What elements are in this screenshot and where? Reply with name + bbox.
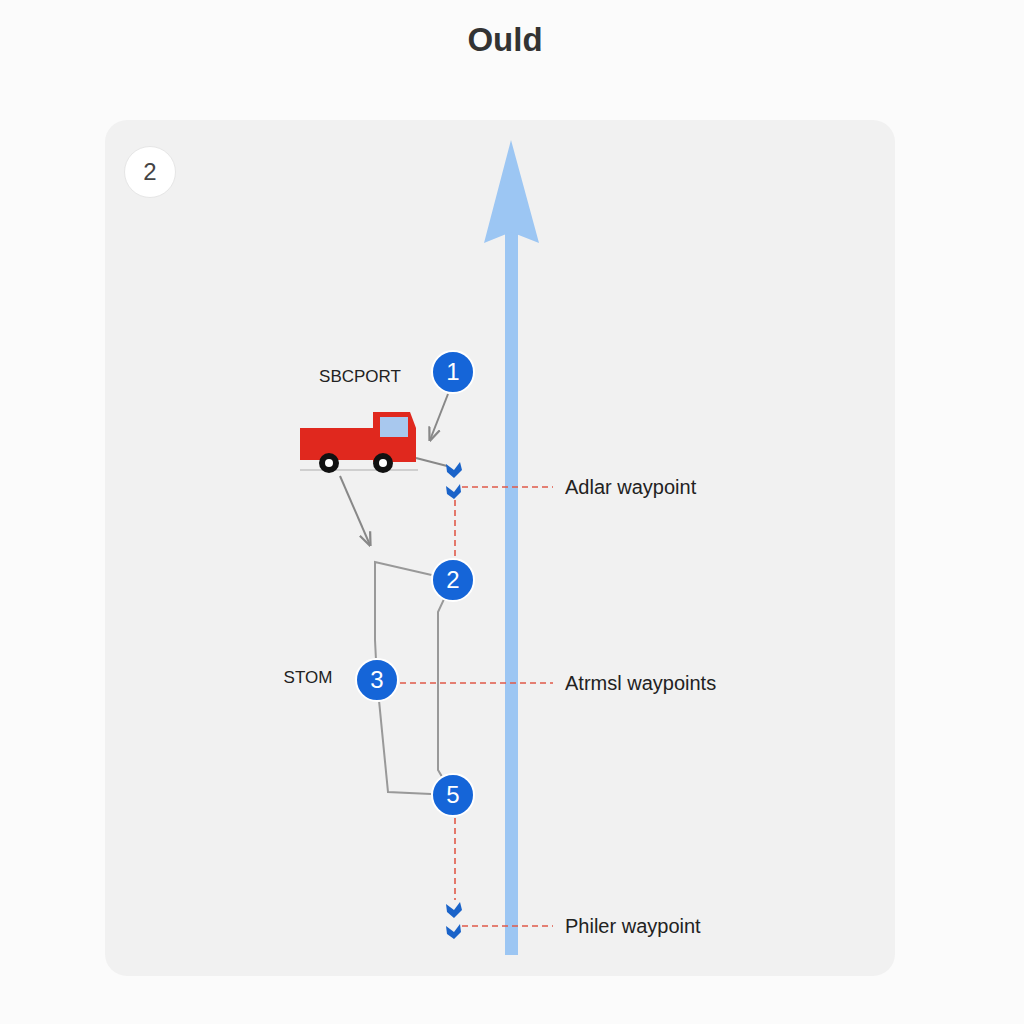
connector: [379, 702, 431, 794]
title: Ould: [467, 21, 542, 59]
waypoint-number: 1: [431, 350, 475, 394]
connector: [375, 562, 432, 658]
waypoint-markers: [446, 462, 462, 939]
number-text: 5: [446, 781, 459, 809]
waypoint-number: 2: [431, 558, 475, 602]
truck: [300, 412, 418, 473]
waypoint-label: Adlar waypoint: [563, 476, 698, 499]
panel: [105, 120, 895, 976]
waypoint-number: 5: [431, 773, 475, 817]
axis-arrow-shaft: [505, 232, 518, 955]
dashed-guides: [400, 487, 553, 926]
connector: [438, 600, 444, 776]
number-text: 1: [446, 358, 459, 386]
step-badge: 2: [124, 146, 176, 198]
number-text: 2: [143, 158, 156, 186]
leader-line: [416, 458, 447, 466]
waypoint-number: 3: [355, 658, 399, 702]
place-label: STOM: [282, 668, 335, 688]
number-text: 3: [370, 666, 383, 694]
leader-line: [340, 476, 370, 545]
place-label: SBCPORT: [317, 367, 403, 387]
leader-line: [430, 394, 448, 440]
axis-arrow-head: [484, 140, 539, 243]
waypoint-label: Atrmsl waypoints: [563, 672, 718, 695]
waypoint-label: Philer waypoint: [563, 915, 703, 938]
number-text: 2: [446, 566, 459, 594]
